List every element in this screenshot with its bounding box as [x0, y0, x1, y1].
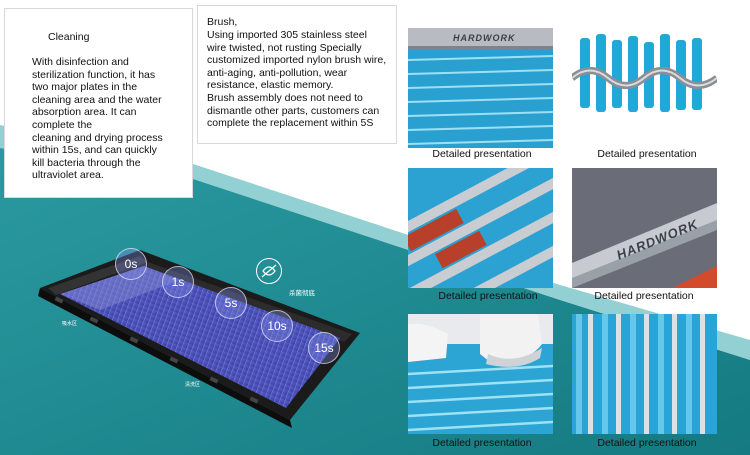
- timer-15s-label: 15s: [314, 341, 334, 355]
- caption-3: Detailed presentation: [438, 290, 538, 302]
- brush-title: Brush,: [207, 16, 238, 28]
- timer-bubble-10s: 10s: [261, 310, 293, 342]
- absorb-zone-label: 吸水区: [62, 321, 78, 327]
- timer-10s-label: 10s: [267, 319, 287, 333]
- timer-bubble-5s: 5s: [215, 287, 247, 319]
- detail-photo-1: HARDWORK: [408, 28, 553, 148]
- detail-photo-5: [408, 314, 553, 434]
- caption-1: Detailed presentation: [432, 148, 532, 160]
- cleaning-description: With disinfection and sterilization func…: [32, 56, 163, 182]
- cleaning-machine-illustration: [38, 250, 360, 428]
- timer-bubble-1s: 1s: [162, 266, 194, 298]
- caption-2: Detailed presentation: [597, 148, 697, 160]
- detail-photo-2: [572, 28, 717, 148]
- sterilization-label: 杀菌彻底: [289, 290, 315, 297]
- timer-1s-label: 1s: [171, 275, 185, 289]
- cleaning-title: Cleaning: [48, 31, 90, 43]
- clean-zone-label: 清洗区: [185, 382, 201, 388]
- brush-description: Using imported 305 stainless steel wire …: [207, 29, 387, 130]
- caption-5: Detailed presentation: [432, 437, 532, 449]
- sterilization-icon: [256, 258, 282, 284]
- caption-6: Detailed presentation: [597, 437, 697, 449]
- brush-info-box: Brush, Using imported 305 stainless stee…: [197, 5, 397, 144]
- hardwork-logo: HARDWORK: [453, 33, 516, 43]
- caption-4: Detailed presentation: [594, 290, 694, 302]
- detail-photo-4: HARDWORK: [572, 168, 717, 288]
- detail-photo-6: [572, 314, 717, 434]
- timer-5s-label: 5s: [224, 296, 238, 310]
- timer-bubble-15s: 15s: [308, 332, 340, 364]
- timer-bubble-0s: 0s: [115, 248, 147, 280]
- timer-0s-label: 0s: [124, 257, 138, 271]
- detail-photo-3: [408, 168, 553, 288]
- cleaning-info-box: Cleaning With disinfection and steriliza…: [4, 8, 193, 198]
